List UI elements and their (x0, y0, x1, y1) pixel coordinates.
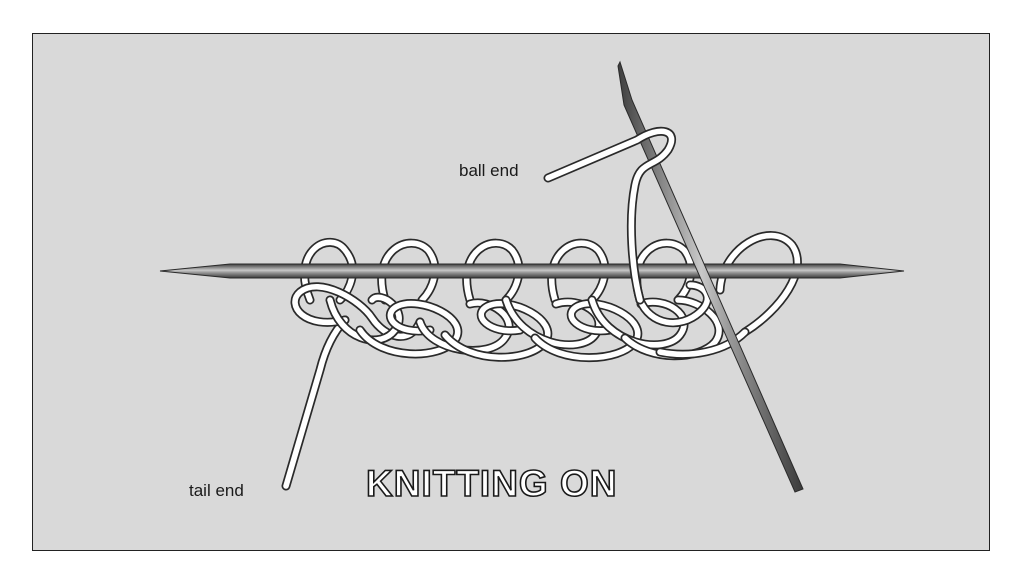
diagonal-needle (617, 60, 804, 493)
stitch-front-loops (290, 280, 750, 363)
tail-end-label: tail end (189, 481, 244, 500)
horizontal-needle (159, 263, 905, 279)
diagram-panel (32, 33, 990, 551)
diagram-title: KNITTING ON (366, 463, 617, 504)
ball-end-yarn (543, 126, 677, 305)
ball-end-label: ball end (459, 161, 519, 180)
